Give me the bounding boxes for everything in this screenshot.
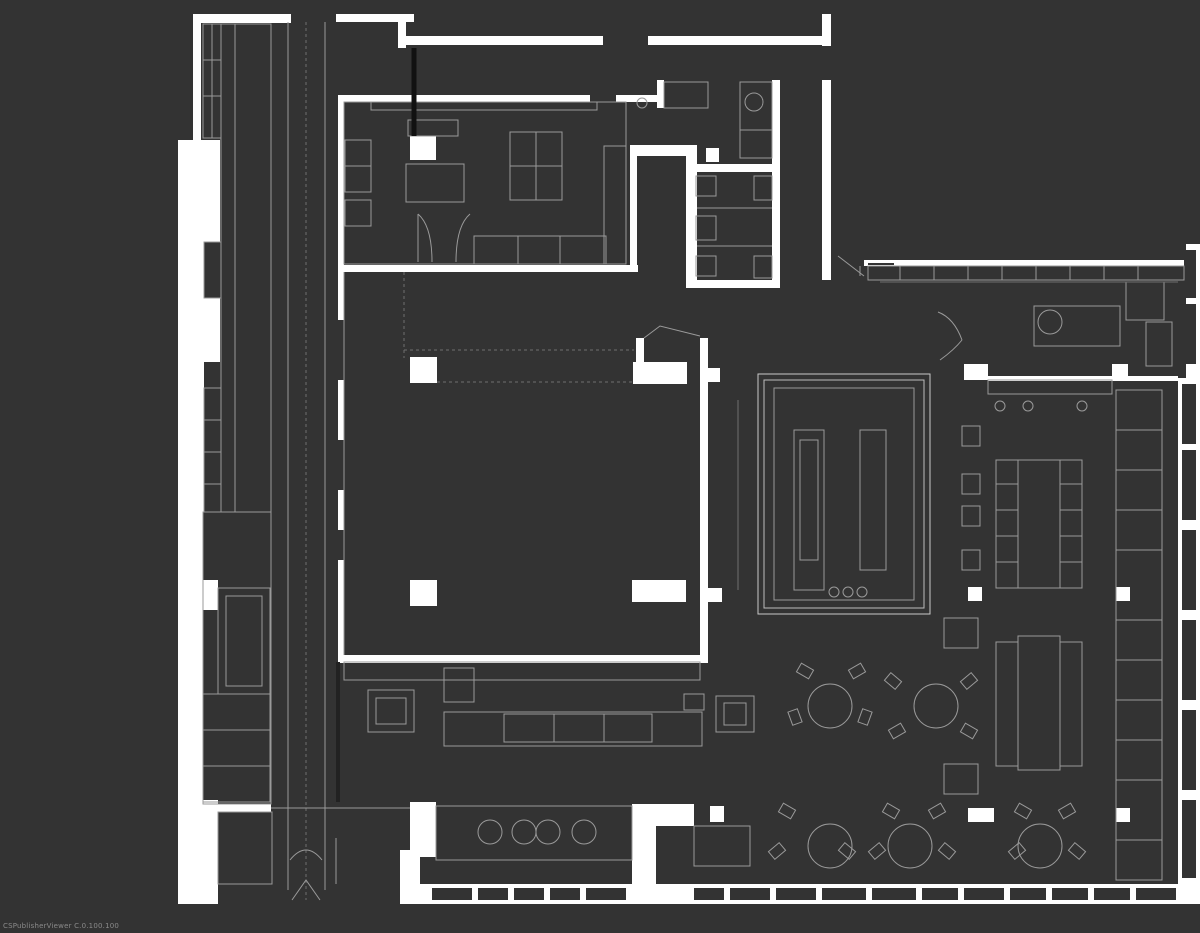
column-restaurant-2	[1116, 587, 1130, 601]
wall-kitchen-right	[630, 145, 637, 272]
wall-west-thick-6	[178, 580, 218, 610]
wall-hall-left-4	[338, 560, 344, 660]
wall-west-thin	[193, 14, 201, 144]
column-hall-2	[410, 580, 437, 606]
wall-kitchen-bottom	[338, 265, 638, 272]
column-hall-4	[708, 588, 722, 602]
wall-hall-left-2	[338, 380, 344, 440]
furniture	[202, 22, 1185, 901]
kitchen-column	[410, 136, 436, 160]
wall-bottom-mid-2	[400, 850, 420, 904]
wall-step-down	[398, 18, 406, 48]
column-restaurant-1	[968, 587, 982, 601]
wall-west-thick-3	[178, 298, 220, 362]
column-restaurant-4	[1116, 808, 1130, 822]
wall-wc-bottom	[686, 280, 780, 288]
wall-west-thick-2	[178, 242, 204, 302]
column-restaurant-5	[710, 806, 724, 822]
wall-top-long	[405, 36, 603, 45]
wall-corner-tall	[822, 14, 831, 46]
wall-stub-top	[657, 80, 664, 108]
wall-west-thick-8	[178, 800, 218, 904]
wall-hall-column-a	[633, 362, 687, 384]
wall-wc-upper-right	[772, 80, 780, 164]
wall-restaurant-bar-line	[988, 376, 1178, 381]
wall-west-thick-7	[178, 610, 203, 805]
viewer-caption: CSPublisherViewer C.0.100.100	[3, 922, 120, 930]
wall-east-vertical	[822, 80, 831, 280]
column-hall-3	[632, 580, 686, 602]
wall-top-left	[193, 14, 291, 23]
wall-west-thick-5	[178, 512, 203, 580]
wall-corridor-top	[633, 145, 697, 156]
wall-hall-bottom	[338, 655, 708, 663]
wall-bottom-mid	[410, 802, 436, 857]
wall-bottom-right-vert	[632, 820, 656, 884]
column-restaurant-3	[968, 808, 994, 822]
wall-restaurant-bar-top	[964, 364, 988, 380]
column-hall-1	[410, 357, 437, 383]
wall-west-thick-4	[178, 362, 204, 512]
wall-wc-right	[772, 164, 780, 288]
wall-hall-right-top	[636, 338, 644, 368]
wall-restaurant-top	[864, 260, 1184, 266]
wall-hall-left-3	[338, 490, 344, 530]
wall-corridor-right	[686, 145, 697, 285]
wall-hall-right	[700, 338, 708, 663]
wall-kitchen-left	[338, 95, 344, 267]
wall-hall-left-top	[338, 272, 344, 320]
wall-wc-top	[686, 164, 780, 172]
wall-top-mid	[336, 14, 414, 22]
wall-top-right	[648, 36, 828, 45]
facade-windows	[432, 250, 1196, 900]
wall-hall-column-b	[706, 368, 720, 382]
wall-wc-small	[706, 148, 719, 162]
wall-kitchen-top	[338, 95, 590, 102]
wall-bottom-left	[213, 804, 271, 812]
outer-margin	[0, 904, 1200, 933]
wall-west-thick-1	[178, 140, 220, 242]
wall-kitchen-top-right	[616, 95, 660, 102]
